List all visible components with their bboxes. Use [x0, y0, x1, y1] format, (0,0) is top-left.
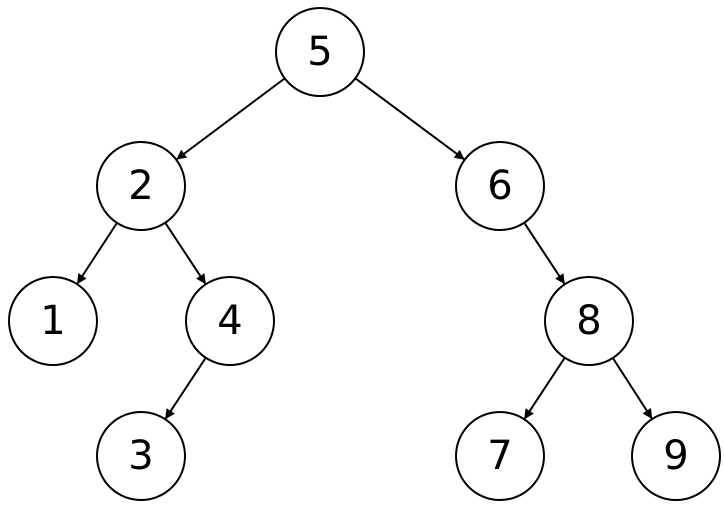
edges-layer	[76, 77, 654, 420]
node-label: 6	[487, 163, 512, 209]
tree-node-7: 7	[455, 411, 545, 501]
edge-arrow-n8-n9	[611, 357, 654, 420]
edge-arrow-n5-n6	[354, 77, 466, 161]
edge-arrow-n5-n2	[175, 77, 286, 161]
node-circle	[631, 411, 721, 501]
node-circle	[275, 7, 365, 97]
node-circle	[8, 276, 98, 366]
node-circle	[96, 411, 186, 501]
tree-node-3: 3	[96, 411, 186, 501]
edge-arrow-n8-n7	[523, 357, 566, 420]
edge-arrow-n2-n4	[164, 222, 207, 285]
node-label: 9	[663, 433, 688, 479]
tree-node-8: 8	[544, 276, 634, 366]
tree-node-4: 4	[185, 276, 275, 366]
edge-arrow-n2-n1	[76, 222, 118, 285]
node-circle	[96, 141, 186, 231]
node-label: 4	[217, 298, 242, 344]
node-label: 2	[128, 163, 153, 209]
node-circle	[455, 141, 545, 231]
node-label: 7	[487, 433, 512, 479]
tree-node-9: 9	[631, 411, 721, 501]
edge-arrow-n4-n3	[164, 357, 207, 420]
tree-node-1: 1	[8, 276, 98, 366]
tree-node-2: 2	[96, 141, 186, 231]
node-label: 5	[307, 29, 332, 75]
node-label: 3	[128, 433, 153, 479]
edge-arrow-n6-n8	[523, 222, 566, 285]
tree-node-6: 6	[455, 141, 545, 231]
node-circle	[544, 276, 634, 366]
node-circle	[455, 411, 545, 501]
node-label: 1	[40, 298, 65, 344]
node-circle	[185, 276, 275, 366]
tree-node-5: 5	[275, 7, 365, 97]
node-label: 8	[576, 298, 601, 344]
nodes-layer: 5 2 6 1 4 8 3 7 9	[8, 7, 721, 501]
